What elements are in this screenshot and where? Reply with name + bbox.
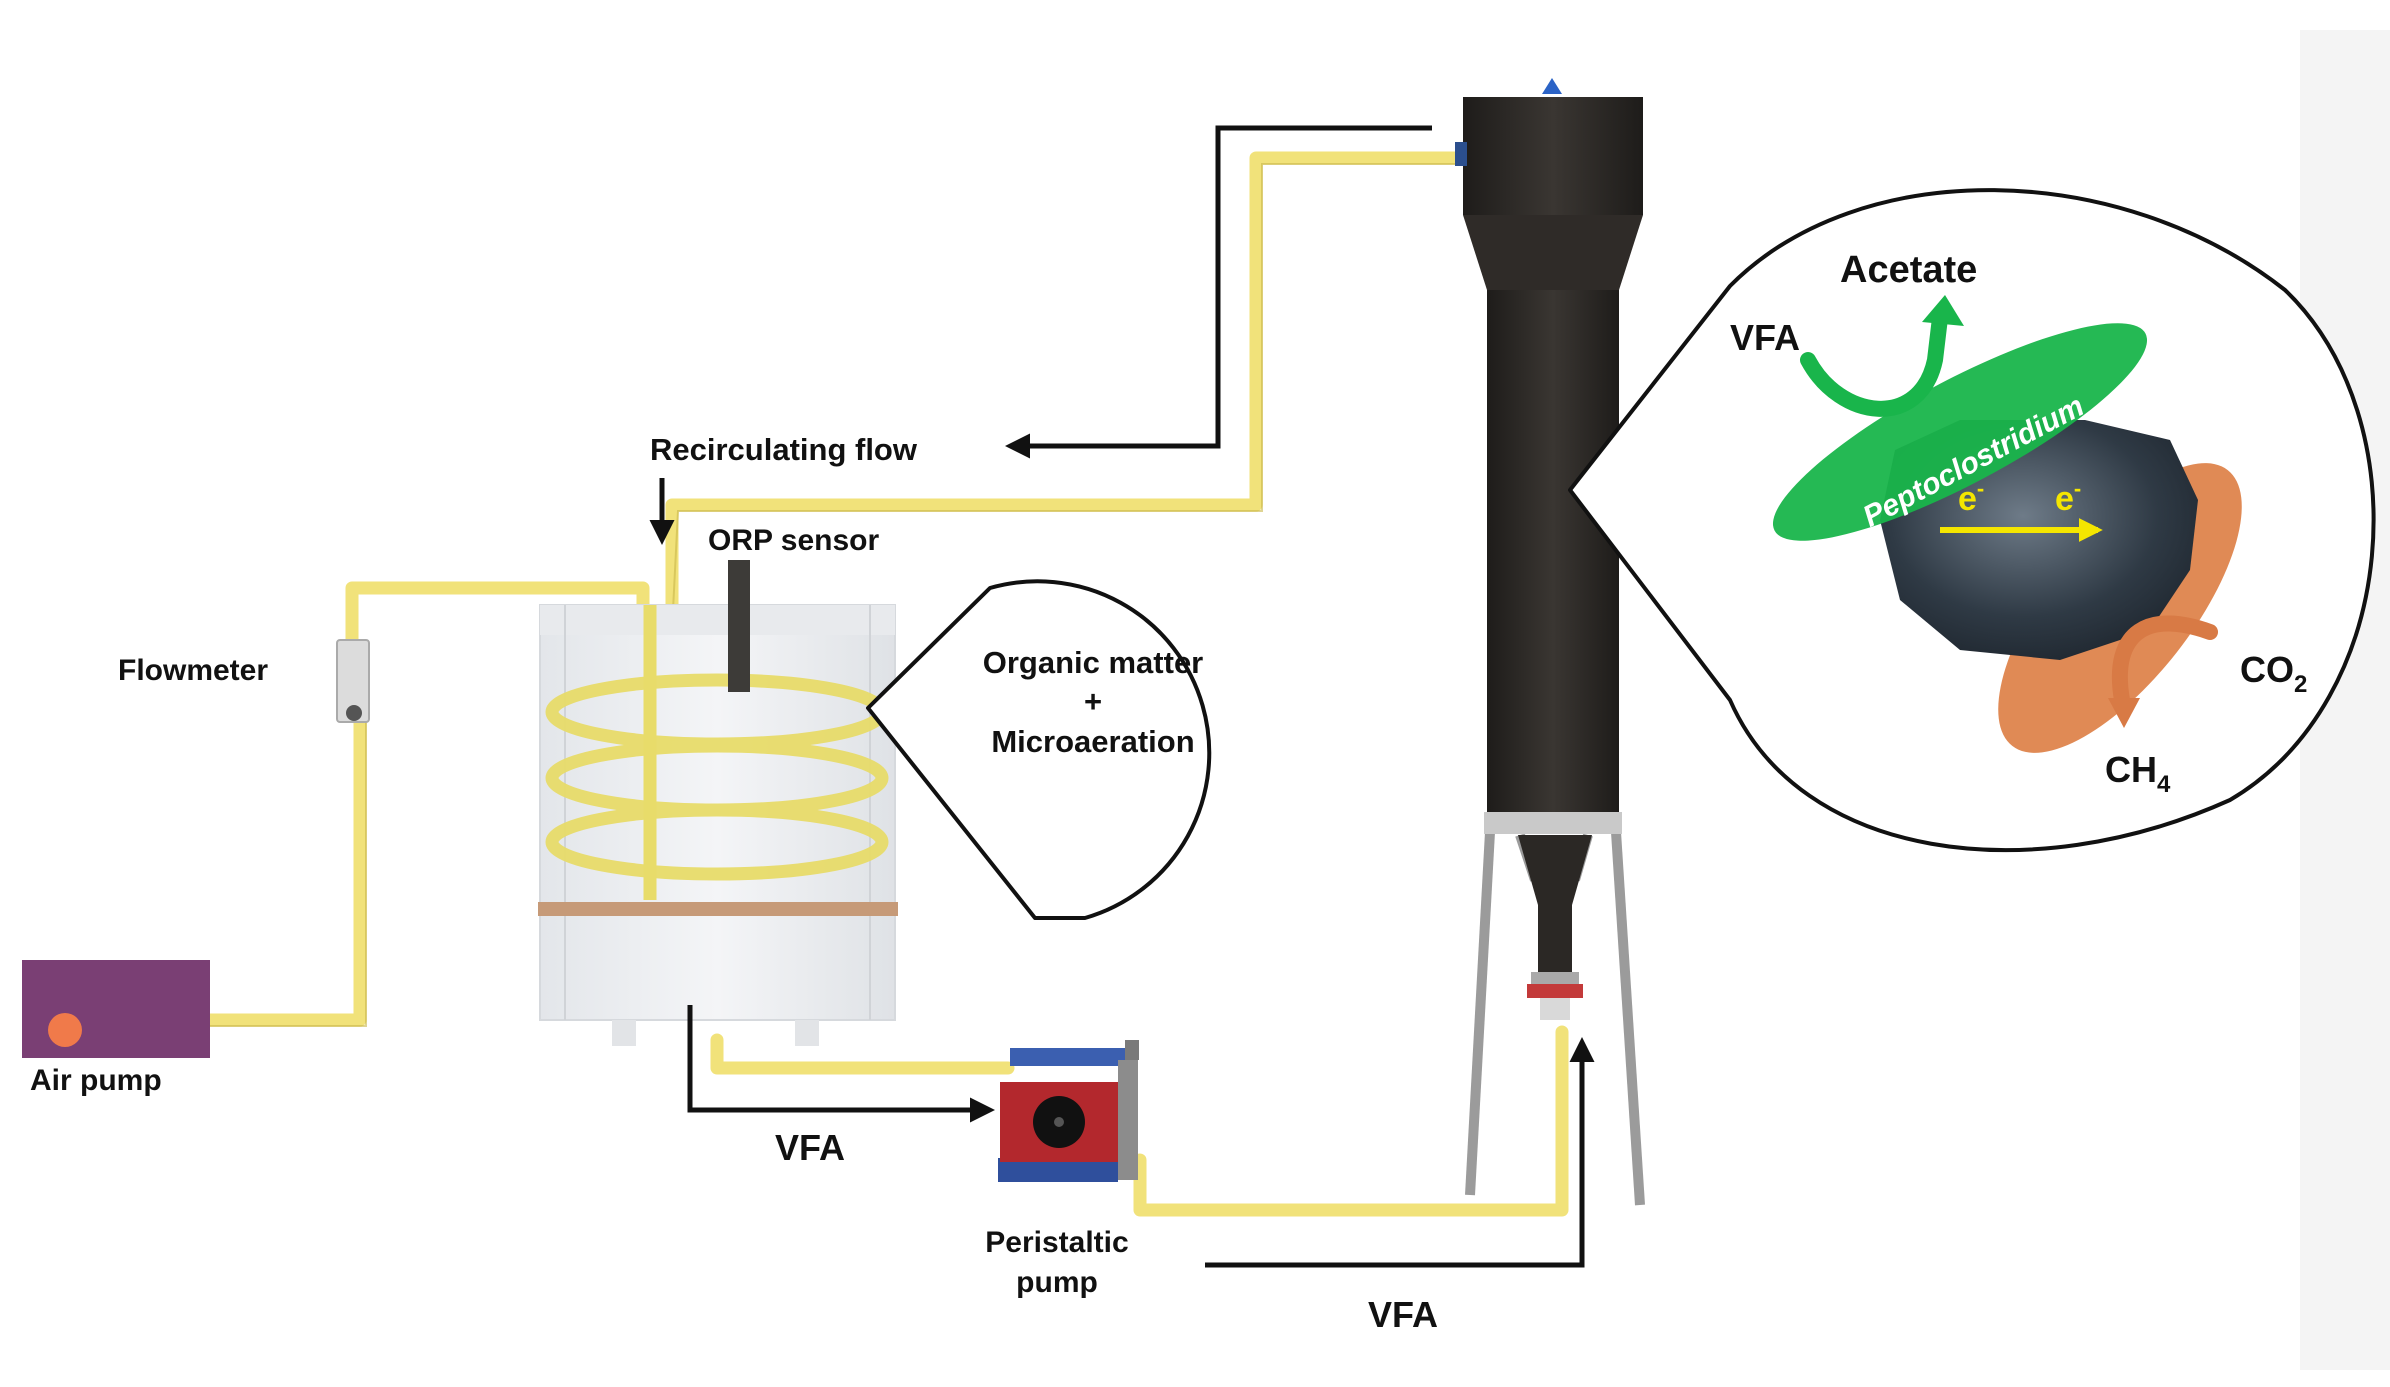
electron-label-2: e-	[2055, 476, 2081, 518]
bubble-text-line2: +	[1084, 684, 1102, 719]
electron-label-1: e-	[1958, 476, 1984, 518]
bubble-text-line1: Organic matter	[983, 645, 1204, 680]
vfa-label-bottom: VFA	[1368, 1294, 1438, 1335]
inset-vfa-label: VFA	[1730, 317, 1800, 358]
inset-graphics	[1772, 295, 2242, 753]
bubble-text-line3: Microaeration	[991, 724, 1194, 759]
peristaltic-pump-label-line2: pump	[1016, 1266, 1098, 1299]
vfa-to-acetate-arrow	[1800, 310, 1948, 417]
vfa-label-left: VFA	[775, 1127, 845, 1168]
recirculating-flow-label: Recirculating flow	[650, 432, 918, 467]
acetate-label: Acetate	[1840, 249, 1977, 291]
flowmeter-body	[336, 639, 370, 723]
orp-sensor-rod	[728, 560, 750, 692]
ch4-label: CH4	[2105, 749, 2171, 798]
vfa-arrow-to-pump	[687, 1005, 995, 1123]
orp-sensor-label: ORP sensor	[708, 524, 880, 557]
peristaltic-pump	[998, 1040, 1139, 1182]
vfa-line-to-column	[1133, 1025, 1569, 1217]
vfa-line-to-pump	[710, 1033, 1015, 1075]
recirculation-arrow	[1005, 125, 1432, 459]
flowmeter-float	[346, 705, 362, 721]
reactor-vessel	[538, 604, 898, 1046]
co2-label: CO2	[2240, 649, 2307, 698]
recirculation-line	[665, 151, 1469, 637]
air-pump-label: Air pump	[30, 1064, 162, 1097]
column-reactor	[1455, 78, 1645, 1206]
peristaltic-pump-label-line1: Peristaltic	[985, 1226, 1128, 1259]
peptoclostridium-ellipse	[1772, 323, 2148, 541]
flowmeter-label: Flowmeter	[118, 654, 268, 687]
co2-to-ch4-arrow	[2111, 615, 2218, 708]
air-line	[203, 708, 367, 1027]
organic-matter-bubble	[866, 579, 1212, 920]
air-pump-indicator	[48, 1013, 82, 1047]
copper-ring	[538, 902, 898, 916]
air-pump-box	[22, 960, 210, 1058]
vfa-arrow-to-column	[1205, 1037, 1595, 1268]
